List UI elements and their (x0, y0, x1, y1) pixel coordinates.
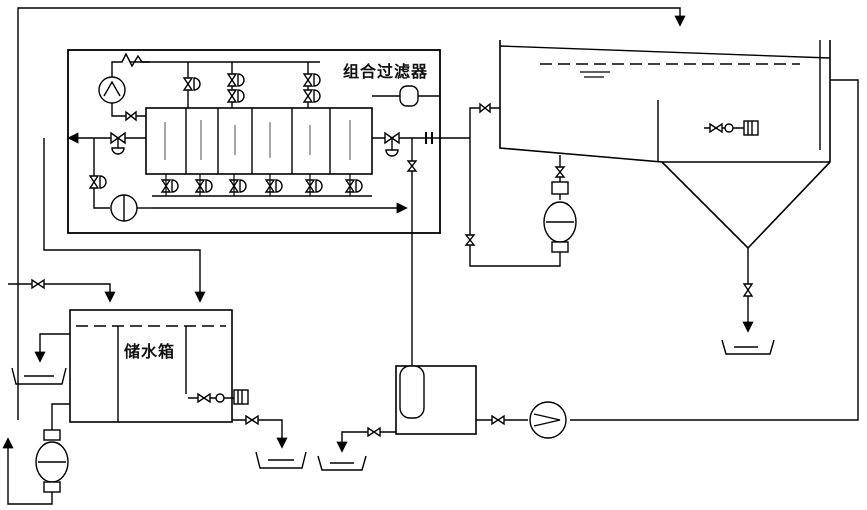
feed-pump (529, 401, 567, 439)
drain-basin-middle (255, 451, 307, 469)
fresh-water-valve (31, 278, 45, 290)
combined-filter-label: 组合过滤器 (343, 62, 429, 81)
dosing-tank (395, 365, 477, 435)
bottom-valves (160, 179, 363, 193)
settling-side-valve (479, 102, 491, 114)
drain-basin-center (317, 455, 367, 471)
storage-outlet-valve (245, 414, 259, 426)
pump-suction-valve (554, 166, 566, 178)
tank-internal-valve (709, 122, 723, 134)
top-valve-2 (226, 73, 238, 87)
tank-internal-motor (743, 120, 759, 136)
top-valve-3 (302, 73, 314, 87)
settling-drain-valve (742, 283, 754, 297)
storage-tank-label: 储水箱 (124, 342, 176, 361)
feed-pump-valve (491, 414, 505, 426)
filter-cell-caption-marks (164, 120, 351, 160)
dosing-outlet-valve (367, 426, 381, 438)
top-valve-3b (302, 89, 314, 103)
drain-valve (406, 160, 418, 172)
loop-valve-bottom (464, 234, 476, 246)
water-level-marks (580, 71, 610, 78)
filter-cell-dividers (185, 108, 331, 174)
storage-internal-motor (233, 389, 249, 405)
storage-internal-valve (197, 392, 211, 404)
buffer-vessel (399, 85, 419, 107)
settling-tank-body (499, 40, 831, 250)
filter-module-block (145, 107, 373, 175)
drain-basin-right (721, 339, 775, 355)
storage-tank-body (69, 309, 233, 423)
dosing-tank-inner (399, 365, 425, 419)
loop-valve-left (88, 175, 100, 189)
top-valve-1 (182, 77, 194, 91)
top-valve-2b (226, 89, 238, 103)
overflow-basin-left (11, 367, 67, 385)
